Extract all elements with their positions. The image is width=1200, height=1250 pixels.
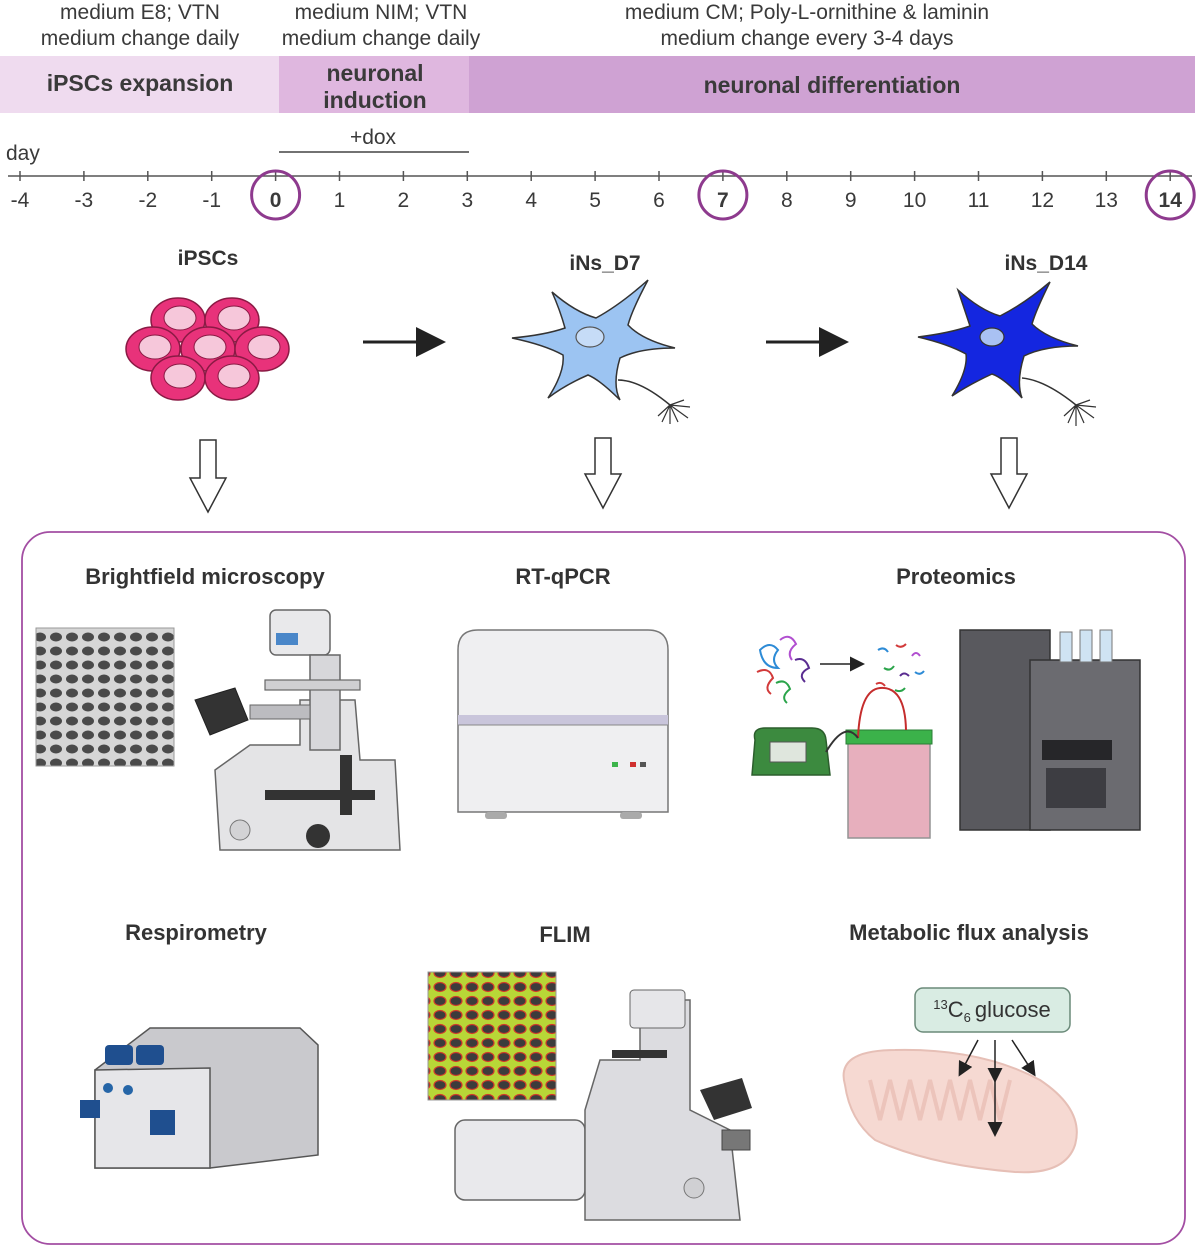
day-tick-label: 4	[525, 189, 537, 212]
stage-label-ins-d14: iNs_D14	[1005, 252, 1088, 275]
day-tick-label: 7	[717, 189, 729, 212]
flux-arrow-left	[958, 1039, 979, 1077]
metabolic-flux-illustration: 13C6 glucose	[842, 987, 1078, 1174]
ipsc-nucleus	[193, 334, 227, 360]
day-tick-label: 9	[845, 189, 857, 212]
ipsc-nucleus	[138, 334, 172, 360]
condition-2-line2: medium change daily	[282, 27, 481, 50]
day-tick-label: 5	[589, 189, 601, 212]
inverted-microscope-2	[454, 989, 752, 1221]
phase-bars: iPSCs expansion neuronal induction neuro…	[0, 56, 1195, 113]
highlighted-day-circle	[1144, 169, 1196, 221]
phase-label-induction-line1: neuronal	[326, 60, 423, 86]
highlighted-day-circle	[697, 169, 749, 221]
method-label-respirometry: Respirometry	[125, 920, 268, 945]
qpcr-machine	[457, 629, 669, 819]
day-tick-label: 12	[1031, 189, 1054, 212]
flux-arrow-right	[1011, 1039, 1036, 1077]
phase-label-induction-line2: induction	[323, 87, 426, 113]
neuron-d14-axon	[1021, 377, 1077, 406]
inverted-microscope-1	[194, 609, 401, 851]
neuron-d14-dendrites	[1063, 399, 1097, 426]
flim-image	[427, 971, 557, 1101]
glucose-box	[914, 987, 1071, 1033]
neuron-d7-dendrites	[657, 399, 691, 424]
method-label-proteomics: Proteomics	[896, 564, 1016, 589]
neuron-d14-illustration	[917, 281, 1097, 426]
stage-label-ins-d7: iNs_D7	[569, 252, 640, 275]
condition-3-line2: medium change every 3-4 days	[661, 27, 954, 50]
phase-bar-expansion	[0, 56, 279, 113]
respirometer-illustration	[80, 1027, 319, 1169]
brightfield-image	[35, 627, 175, 767]
glucose-isotope-sub: 6	[964, 1010, 971, 1025]
ipsc-nucleus	[217, 305, 251, 331]
down-arrow-ins-d14	[989, 437, 1029, 510]
neuron-d7-axon	[617, 379, 671, 406]
highlighted-day-circle	[250, 169, 302, 221]
axis-label: day	[6, 142, 40, 165]
phase-bar-differentiation	[469, 56, 1195, 113]
down-arrow-ins-d7	[583, 437, 623, 510]
method-label-flim: FLIM	[539, 922, 590, 947]
day-tick-label: -3	[75, 189, 94, 212]
condition-1-line1: medium E8; VTN	[60, 1, 220, 24]
day-tick-label: -1	[202, 189, 221, 212]
dox-label: +dox	[350, 126, 397, 149]
ipsc-nucleus	[163, 305, 197, 331]
glucose-element: C	[948, 997, 964, 1022]
phase-label-expansion: iPSCs expansion	[47, 70, 234, 96]
method-label-metabolic-flux: Metabolic flux analysis	[849, 920, 1089, 945]
ipsc-nucleus	[217, 363, 251, 389]
day-tick-label: 8	[781, 189, 793, 212]
day-tick-label: 0	[270, 189, 282, 212]
day-tick-label: 14	[1159, 189, 1183, 212]
day-tick-label: -4	[11, 189, 30, 212]
ipsc-cluster-illustration	[125, 297, 290, 401]
methods-panel	[21, 531, 1186, 1245]
proteomics-illustration	[751, 629, 1141, 839]
method-label-rt-qpcr: RT-qPCR	[515, 564, 610, 589]
day-tick-label: 2	[398, 189, 410, 212]
condition-1-line2: medium change daily	[41, 27, 240, 50]
dox-indicator: +dox	[279, 126, 469, 153]
method-label-brightfield: Brightfield microscopy	[85, 564, 325, 589]
down-arrow-ipscs	[188, 439, 228, 514]
condition-3-line1: medium CM; Poly-L-ornithine & laminin	[625, 1, 989, 24]
ipsc-nucleus	[163, 363, 197, 389]
neuron-d14-nucleus	[979, 327, 1005, 347]
condition-texts: medium E8; VTN medium change daily mediu…	[41, 1, 989, 50]
glucose-label: 13C6 glucose	[933, 997, 1050, 1025]
condition-2-line1: medium NIM; VTN	[295, 1, 468, 24]
neuron-d7-nucleus	[575, 326, 605, 348]
glucose-text: glucose	[975, 997, 1051, 1022]
day-tick-label: -2	[138, 189, 157, 212]
phase-bar-induction	[279, 56, 469, 113]
day-tick-label: 3	[461, 189, 473, 212]
neuron-d7-illustration	[511, 279, 691, 424]
day-tick-label: 11	[968, 189, 990, 212]
day-tick-label: 13	[1095, 189, 1118, 212]
phase-label-differentiation: neuronal differentiation	[704, 72, 961, 98]
day-tick-label: 6	[653, 189, 665, 212]
glucose-isotope-sup: 13	[933, 997, 947, 1012]
day-tick-label: 10	[903, 189, 926, 212]
day-tick-label: 1	[334, 189, 346, 212]
ipsc-nucleus	[247, 334, 281, 360]
stage-label-ipscs: iPSCs	[178, 247, 239, 270]
